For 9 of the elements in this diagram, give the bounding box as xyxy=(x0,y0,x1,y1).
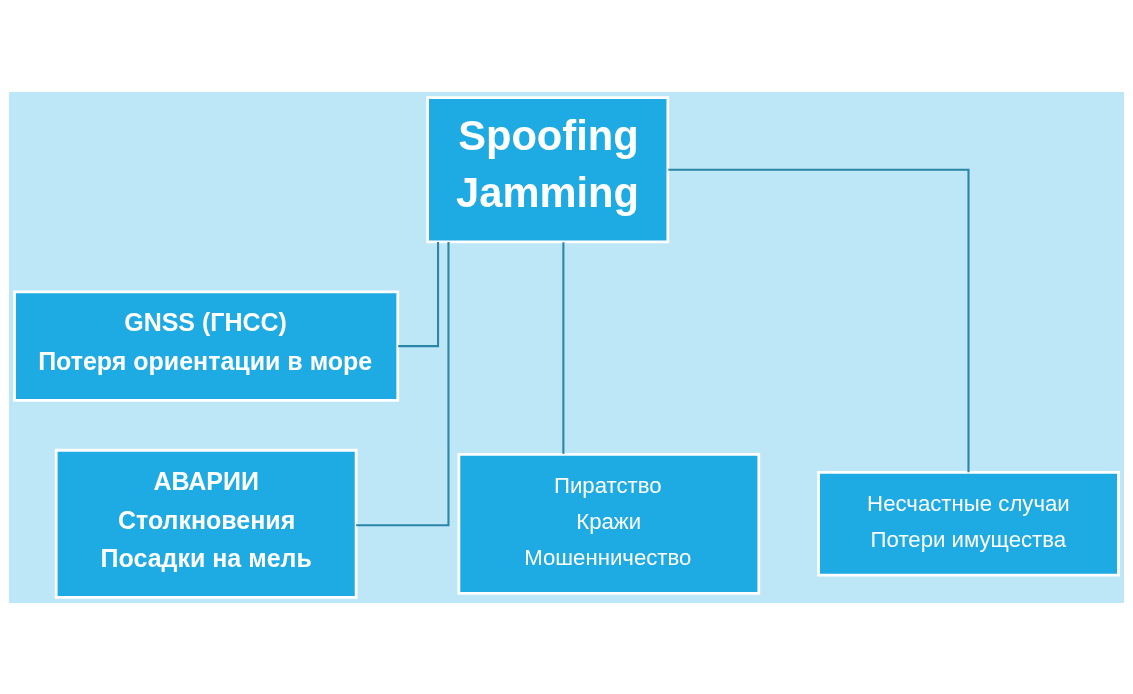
node-box: GNSS (ГНСС) Потеря ориентации в море xyxy=(13,290,400,402)
connector xyxy=(668,168,970,472)
node-box: Spoofing Jamming xyxy=(426,95,670,243)
node-box: Пиратство Кражи Мошенничество xyxy=(457,452,761,595)
connector xyxy=(562,241,565,454)
node-box: АВАРИИ Столкновения Посадки на мель xyxy=(54,448,358,599)
node-box: Несчастные случаи Потери имущества xyxy=(817,470,1120,577)
connector xyxy=(398,241,440,347)
connector xyxy=(356,241,450,526)
